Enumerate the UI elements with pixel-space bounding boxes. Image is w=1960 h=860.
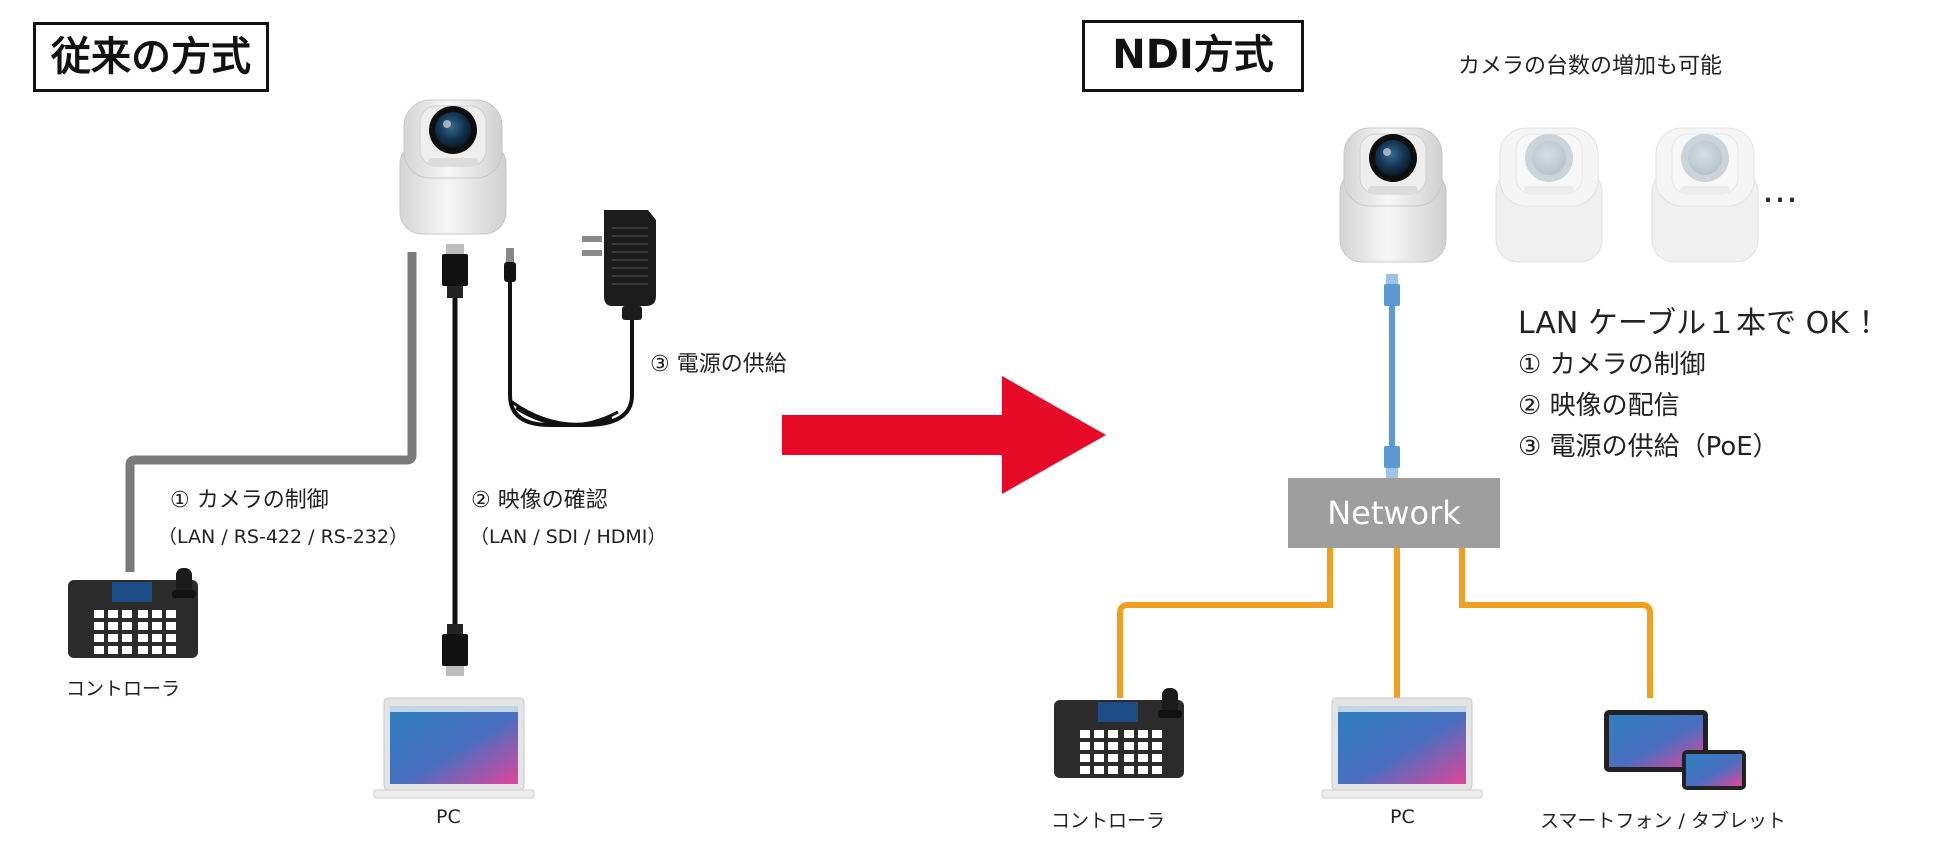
right-controller-label: コントローラ	[1051, 810, 1166, 832]
left-pc-label: PC	[436, 806, 461, 828]
hdmi-connector-icon	[442, 244, 468, 298]
smartphone-icon	[1682, 750, 1746, 790]
transition-arrow	[782, 376, 1106, 494]
right-title: NDI方式	[1082, 20, 1304, 92]
ptz-camera-icon	[1495, 127, 1603, 263]
video-label: ② 映像の確認	[471, 488, 608, 513]
network-switch-icon: Network	[1288, 478, 1500, 548]
ptz-camera-icon	[399, 99, 507, 235]
laptop-icon	[373, 697, 535, 799]
network-lines	[1117, 548, 1653, 698]
power-label: ③ 電源の供給	[650, 352, 787, 377]
ok-item-2: ② 映像の配信	[1518, 391, 1680, 421]
ptz-camera-icon	[1339, 127, 1447, 263]
mobile-label: スマートフォン / タブレット	[1540, 810, 1786, 832]
laptop-icon	[1321, 697, 1483, 799]
power-adapter-icon	[582, 210, 656, 320]
lan-cable	[1384, 274, 1400, 478]
ok-item-3: ③ 電源の供給（PoE）	[1518, 432, 1779, 462]
control-cable	[125, 252, 417, 572]
ok-title: LAN ケーブル１本で OK ！	[1518, 306, 1889, 341]
video-sub: （LAN / SDI / HDMI）	[470, 526, 667, 548]
ok-item-1: ① カメラの制御	[1518, 350, 1706, 380]
camera-control-sub: （LAN / RS-422 / RS-232）	[158, 526, 408, 548]
power-cable	[504, 248, 634, 427]
controller-icon	[1054, 688, 1184, 778]
ptz-camera-icon	[1651, 127, 1759, 263]
camera-control-label: ① カメラの制御	[170, 488, 329, 513]
left-controller-label: コントローラ	[66, 678, 181, 700]
hdmi-connector-icon	[442, 624, 468, 676]
more-cameras-dots: …	[1762, 170, 1800, 211]
left-title: 従来の方式	[33, 22, 269, 92]
right-pc-label: PC	[1390, 806, 1415, 828]
controller-icon	[68, 568, 198, 658]
camera-increase-note: カメラの台数の増加も可能	[1458, 54, 1723, 79]
